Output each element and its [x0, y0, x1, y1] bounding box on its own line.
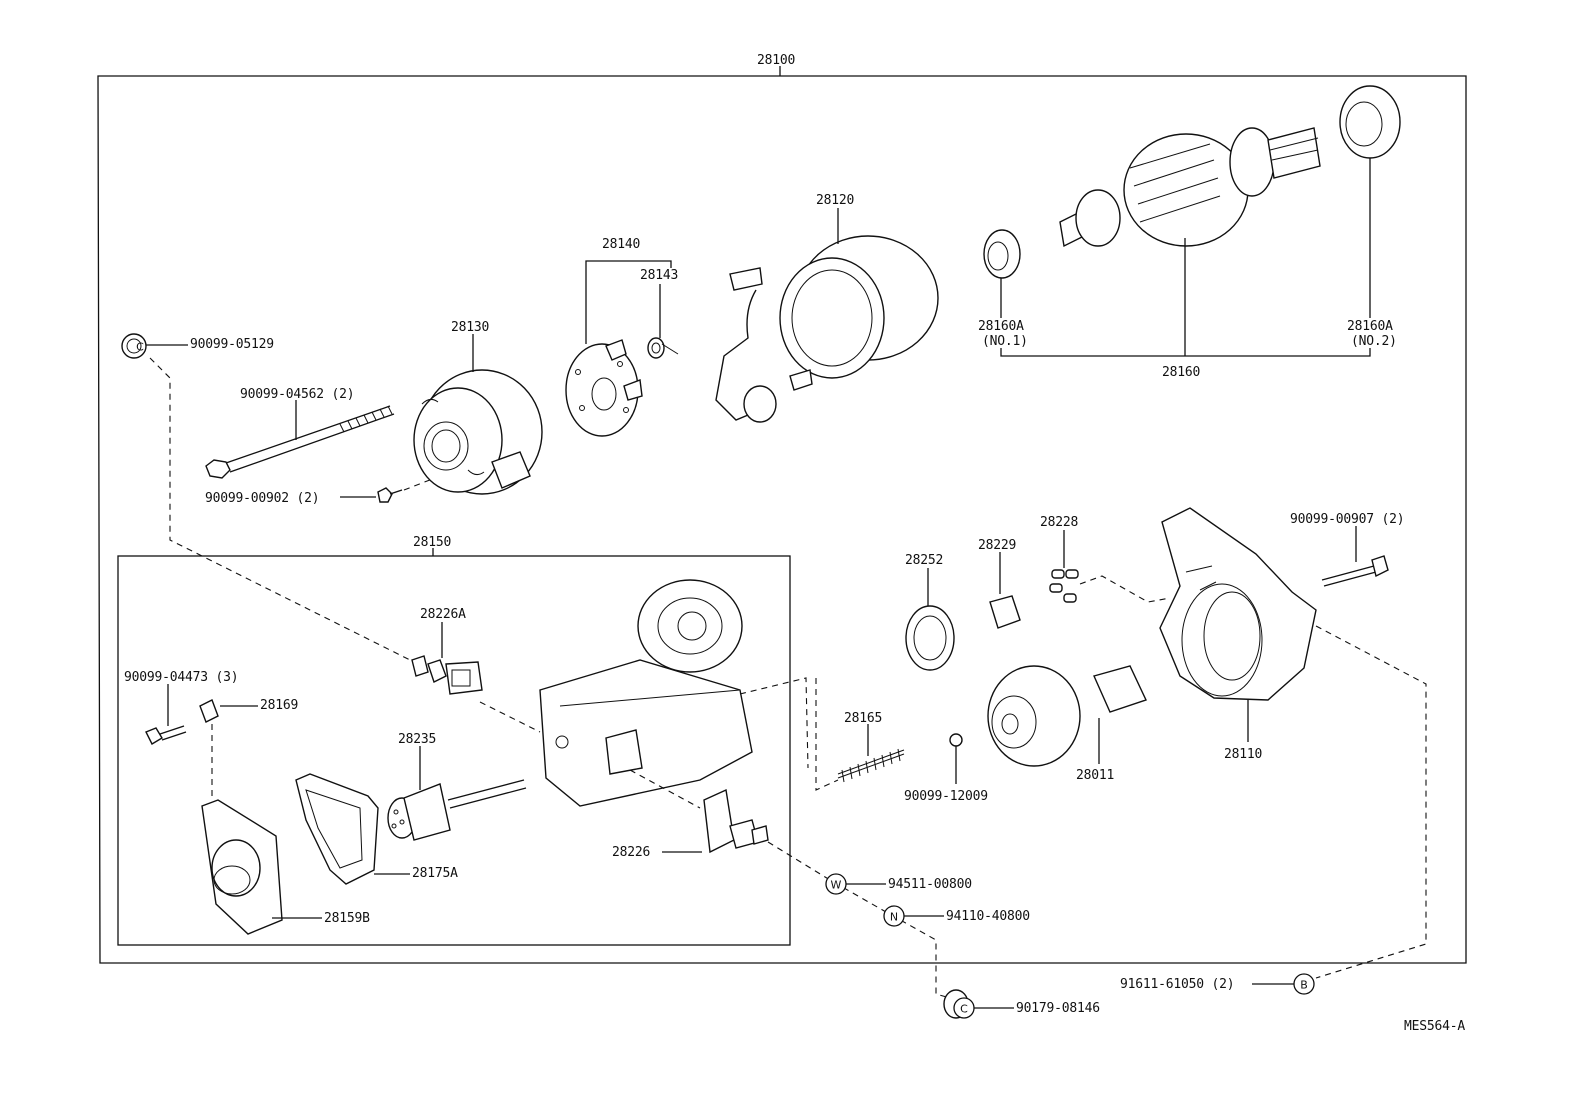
gasket-inner — [305, 789, 363, 869]
yoke-28120 — [715, 235, 939, 423]
label-28160A-no2: 28160A — [1347, 319, 1393, 334]
screw-90099-04473 — [145, 725, 187, 745]
gear-28252 — [905, 605, 955, 671]
through-bolt-90099-04562 — [205, 405, 395, 479]
subassembly-frame — [117, 555, 791, 946]
assembly-frame — [97, 75, 1467, 964]
housing-28110 — [1159, 507, 1317, 701]
brush-spring-28143 — [647, 337, 679, 359]
dash-switch-right — [739, 677, 809, 769]
label-28228: 28228 — [1040, 515, 1078, 530]
ball-90099-12009 — [949, 733, 963, 747]
label-28143: 28143 — [640, 268, 678, 283]
plunger-28235 — [387, 779, 527, 841]
tag-c-lower: C — [960, 1003, 968, 1016]
label-28165: 28165 — [844, 711, 882, 726]
clutch-28011 — [987, 665, 1147, 767]
label-28160A-no1: 28160A — [978, 319, 1024, 334]
label-90099-04562: 90099-04562 (2) — [240, 387, 354, 402]
label-90099-00907: 90099-00907 (2) — [1290, 512, 1404, 527]
label-28226A: 28226A — [420, 607, 466, 622]
bearing-28160A-no1 — [983, 229, 1021, 279]
label-90179-08146: 90179-08146 — [1016, 1001, 1100, 1016]
spring-28165 — [837, 748, 905, 783]
label-28140: 28140 — [602, 237, 640, 252]
leader-28140 — [585, 260, 672, 344]
label-28120: 28120 — [816, 193, 854, 208]
cover-28159B — [201, 799, 283, 935]
dash-spring — [815, 678, 839, 791]
label-28159B: 28159B — [324, 911, 370, 926]
label-90099-00902: 90099-00902 (2) — [205, 491, 319, 506]
dash-housing-to-b — [1315, 625, 1427, 979]
label-28169: 28169 — [260, 698, 298, 713]
clip-28169 — [199, 699, 219, 723]
label-28100: 28100 — [757, 53, 795, 68]
end-frame-28130 — [413, 369, 543, 495]
nut-90099-05129 — [121, 333, 147, 359]
rollers-28228 — [1049, 569, 1079, 603]
dash-rollers — [1079, 575, 1171, 603]
cap-nut-90179-08146 — [943, 989, 975, 1019]
dash-switch-to-28226 — [629, 769, 701, 809]
label-28011: 28011 — [1076, 768, 1114, 783]
label-28160A-no1-sub: (NO.1) — [982, 334, 1028, 349]
screw-90099-00902 — [377, 487, 403, 503]
terminal-28226 — [703, 788, 769, 854]
label-94110-40800: 94110-40800 — [946, 909, 1030, 924]
bolt-90099-00907 — [1321, 555, 1389, 587]
label-28160: 28160 — [1162, 365, 1200, 380]
tag-c-upper: C — [136, 341, 144, 354]
terminal-28226A — [411, 655, 483, 695]
label-28130: 28130 — [451, 320, 489, 335]
bearing-28160A-no2 — [1339, 85, 1401, 159]
dash-nut-to-28226A — [149, 357, 421, 666]
label-94511-00800: 94511-00800 — [888, 877, 972, 892]
dash-28226A-to-switch — [479, 701, 541, 733]
label-90099-04473: 90099-04473 (3) — [124, 670, 238, 685]
brush-holder-28140 — [565, 339, 643, 437]
label-28235: 28235 — [398, 732, 436, 747]
label-90099-12009: 90099-12009 — [904, 789, 988, 804]
label-28252: 28252 — [905, 553, 943, 568]
label-28175A: 28175A — [412, 866, 458, 881]
label-28226: 28226 — [612, 845, 650, 860]
label-28110: 28110 — [1224, 747, 1262, 762]
dash-28226-to-nuts — [767, 841, 951, 999]
tag-n-text: N — [890, 911, 898, 924]
retainer-28229 — [989, 595, 1021, 629]
label-91611-61050: 91611-61050 (2) — [1120, 977, 1234, 992]
label-90099-05129: 90099-05129 — [190, 337, 274, 352]
label-28229: 28229 — [978, 538, 1016, 553]
tag-b-text: B — [1300, 979, 1308, 992]
gasket-28175A — [295, 773, 379, 885]
bracket-28160 — [1000, 348, 1371, 357]
diagram-code: MES564-A — [1404, 1019, 1465, 1034]
tag-w-text: W — [831, 879, 842, 892]
magnetic-switch-housing — [539, 579, 753, 807]
label-28150: 28150 — [413, 535, 451, 550]
armature-28160 — [1059, 127, 1321, 248]
label-28160A-no2-sub: (NO.2) — [1351, 334, 1397, 349]
